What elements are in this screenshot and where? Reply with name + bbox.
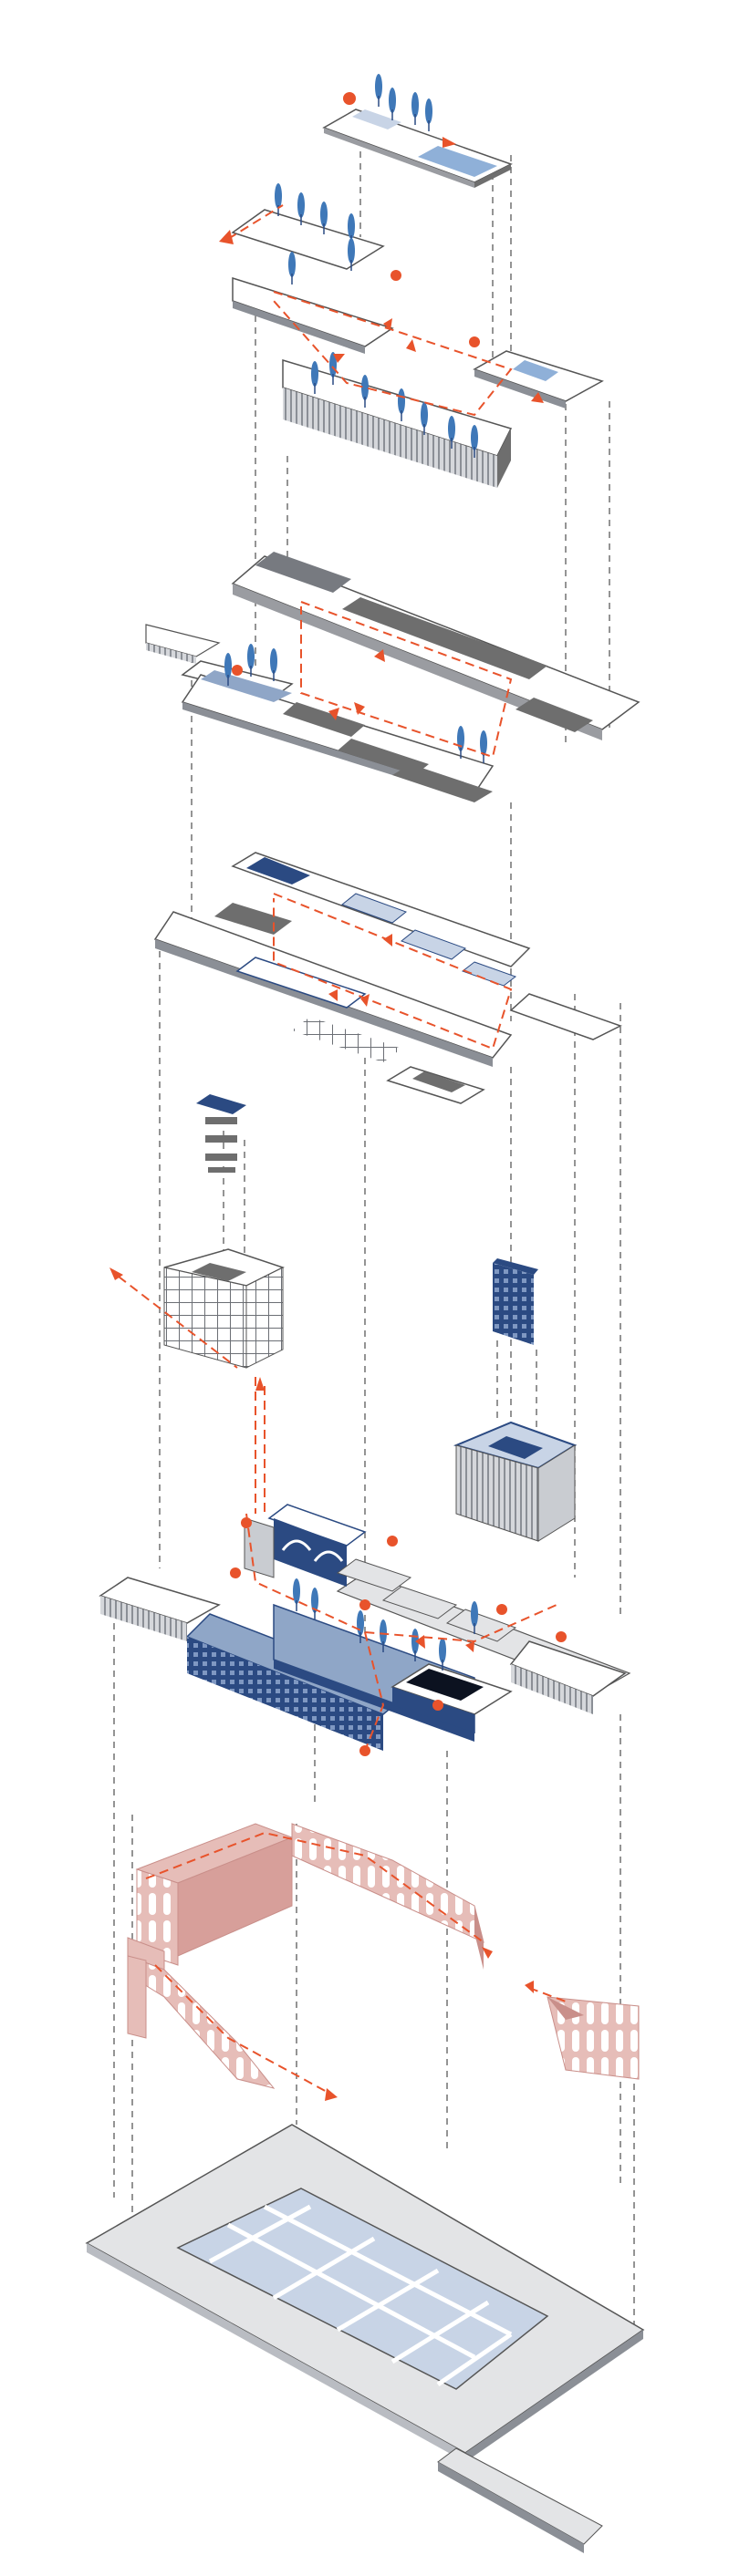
connector-lines <box>113 128 635 2325</box>
layer-base-plinth <box>85 2124 645 2553</box>
layer-towers-and-cubes <box>109 1094 578 1542</box>
layer-roof-garden <box>322 73 513 188</box>
layer-upper-terraces <box>219 182 604 488</box>
layer-courtyard <box>153 852 622 1104</box>
layer-arcade-wall <box>127 1823 640 2101</box>
layer-main-complex <box>99 1504 631 1756</box>
layer-long-hall <box>145 552 640 802</box>
